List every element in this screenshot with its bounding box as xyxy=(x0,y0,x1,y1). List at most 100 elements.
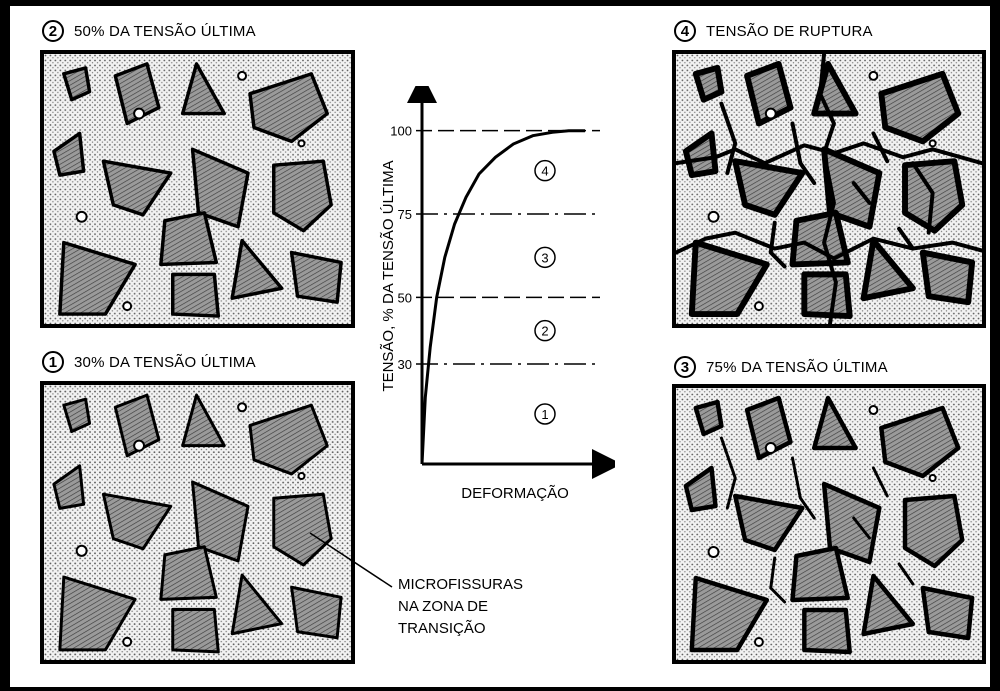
macrocrack xyxy=(676,230,982,261)
region-marker-4 xyxy=(534,159,556,182)
aggregate-particle xyxy=(692,64,725,103)
pore xyxy=(868,70,879,81)
macrocrack xyxy=(910,161,935,235)
aggregate-particle xyxy=(171,272,221,318)
panel-title-1: 30% DA TENSÃO ÚLTIMA xyxy=(74,353,256,371)
aggregate-particle xyxy=(248,403,329,476)
microcrack xyxy=(769,556,787,604)
aggregate-particle xyxy=(171,607,220,654)
y-tick-label-75: 75 xyxy=(398,207,412,222)
pore xyxy=(297,139,306,148)
callout-line-2: NA ZONA DE xyxy=(398,598,489,615)
stress-curve xyxy=(420,129,585,465)
y-axis-label: TENSÃO, % DA TENSÃO ÚLTIMA xyxy=(380,160,397,391)
concrete-section xyxy=(676,54,982,324)
aggregate-particle xyxy=(744,60,794,127)
region-marker-3 xyxy=(534,246,556,269)
panel-number-1: 1 xyxy=(42,351,64,373)
aggregate-particle xyxy=(902,493,965,569)
aggregate-particle xyxy=(811,395,858,451)
pore xyxy=(868,405,879,415)
aggregate-particle xyxy=(289,250,343,304)
aggregate-particle xyxy=(919,249,976,306)
concrete-section xyxy=(44,385,351,660)
aggregate-particle xyxy=(733,493,805,553)
aggregate-particle xyxy=(789,209,851,268)
microcrack xyxy=(852,516,871,540)
aggregate-particle xyxy=(101,492,173,551)
aggregate-particle xyxy=(159,545,218,601)
aggregate-particle xyxy=(191,480,250,563)
pore xyxy=(753,637,764,647)
aggregate-particle xyxy=(682,130,719,179)
y-tick-label-30: 30 xyxy=(398,357,412,372)
panel-label-1: 1 30% DA TENSÃO ÚLTIMA xyxy=(42,351,256,373)
aggregate-particle xyxy=(62,397,92,434)
aggregate-particle xyxy=(790,545,850,603)
aggregate-particle xyxy=(181,393,226,448)
panel-75-percent xyxy=(672,384,986,664)
aggregate-particle xyxy=(113,393,161,458)
pore xyxy=(122,636,133,647)
concrete-section xyxy=(44,54,351,324)
aggregate-particle xyxy=(180,62,226,116)
panel-number-3: 3 xyxy=(674,356,696,378)
aggregate-particle xyxy=(62,66,92,102)
microcrack xyxy=(719,436,737,510)
pore xyxy=(237,402,248,413)
pore xyxy=(707,210,720,223)
pore xyxy=(764,107,777,120)
region-marker-1 xyxy=(534,403,556,425)
aggregate-particle xyxy=(802,607,852,655)
aggregate-particle xyxy=(683,465,718,513)
aggregate-particle xyxy=(290,585,343,640)
region-marker-2 xyxy=(534,319,556,342)
pore xyxy=(75,544,88,557)
microcrack xyxy=(851,181,872,205)
aggregate-particle xyxy=(801,271,853,320)
pore xyxy=(928,139,937,148)
aggregate-particle xyxy=(920,585,975,641)
aggregate-particle xyxy=(688,239,770,318)
macrocrack xyxy=(818,54,838,324)
pore xyxy=(133,439,146,452)
aggregate-particle xyxy=(860,237,916,302)
aggregate-particle xyxy=(113,62,161,126)
callout-leader xyxy=(309,532,393,588)
panel-label-3: 3 75% DA TENSÃO ÚLTIMA xyxy=(674,356,888,378)
aggregate-particle xyxy=(230,238,284,300)
macrocrack xyxy=(676,141,982,166)
microcrack xyxy=(719,101,738,176)
callout-line-3: TRANSIÇÃO xyxy=(398,620,486,637)
aggregate-particle xyxy=(52,464,86,510)
aggregate-particle xyxy=(190,147,250,229)
pore xyxy=(133,107,146,120)
pore xyxy=(707,546,720,558)
panel-title-2: 50% DA TENSÃO ÚLTIMA xyxy=(74,22,256,40)
aggregate-particle xyxy=(693,399,724,437)
panel-number-4: 4 xyxy=(674,20,696,42)
panel-50-percent xyxy=(40,50,355,328)
pore xyxy=(928,474,937,482)
callout-line-1: MICROFISSURAS xyxy=(398,576,524,593)
aggregate-particle xyxy=(101,159,173,217)
panel-30-percent xyxy=(40,381,355,664)
aggregate-particle xyxy=(52,131,86,177)
panel-number-2: 2 xyxy=(42,20,64,42)
pore xyxy=(75,210,88,223)
pore xyxy=(237,70,248,81)
aggregate-particle xyxy=(821,481,882,565)
aggregate-particle xyxy=(248,72,329,144)
region-label-4: 4 xyxy=(541,164,548,179)
pore xyxy=(764,442,777,454)
aggregate-particle xyxy=(58,240,137,316)
aggregate-particle xyxy=(878,70,962,145)
microcrack xyxy=(871,466,889,498)
callout-microcracks: MICROFISSURAS NA ZONA DE TRANSIÇÃO xyxy=(398,574,523,640)
aggregate-particle xyxy=(821,146,883,230)
pore xyxy=(753,301,764,312)
aggregate-particle xyxy=(58,575,137,652)
aggregate-particle xyxy=(272,492,333,567)
microcrack xyxy=(897,562,915,586)
